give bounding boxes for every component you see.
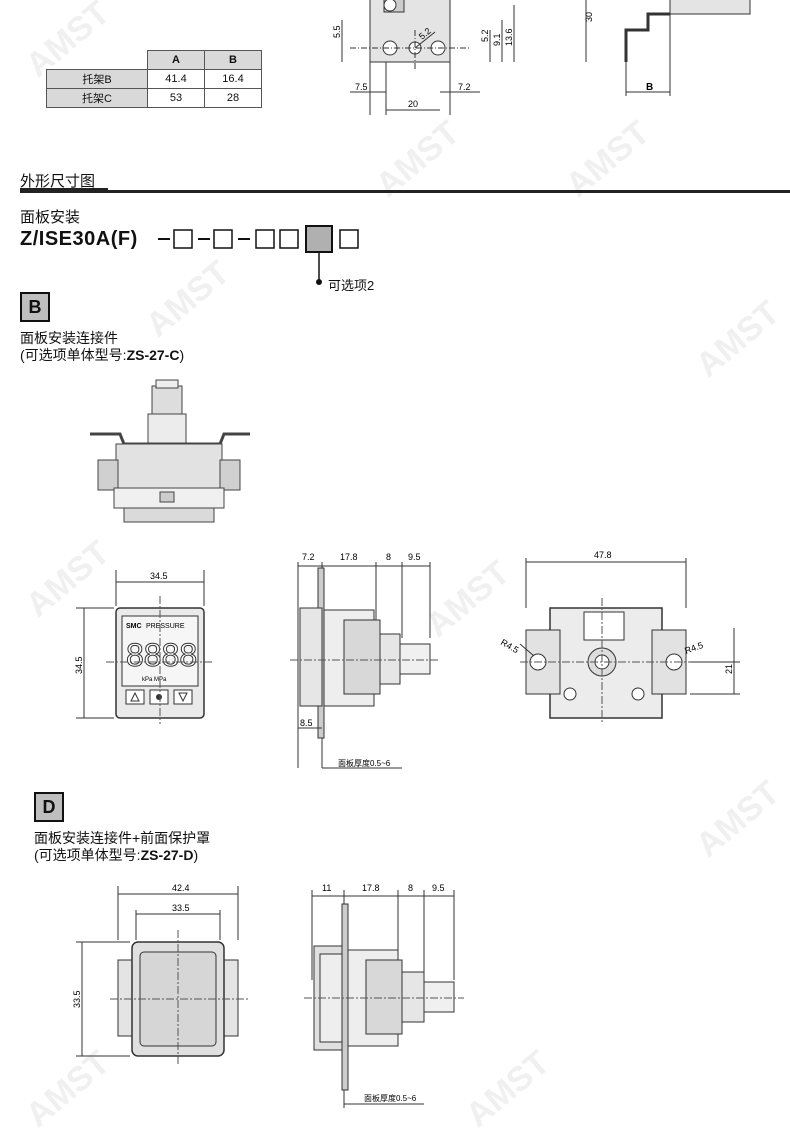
option-box: [255, 229, 275, 249]
cell-a: 41.4: [147, 69, 205, 89]
dim-9-5: 9.5: [432, 883, 445, 893]
watermark: AMST: [688, 773, 787, 865]
bracket-side-drawing: 30 B: [584, 0, 751, 96]
dim-34-5-width: 34.5: [150, 571, 168, 581]
option-box: [279, 229, 299, 249]
row-label: 托架B: [46, 69, 148, 89]
part-b-illustration: [90, 379, 250, 523]
option-label: 可选项2: [328, 278, 375, 293]
option-box: [339, 229, 359, 249]
part-d-front-view: 42.4 33.5 33.5: [72, 883, 248, 1066]
dim-9-1: 9.1: [492, 33, 502, 46]
section-title: 外形尺寸图: [20, 173, 96, 190]
part-b-letter: B: [20, 292, 50, 322]
dim-17-8: 17.8: [362, 883, 380, 893]
panel-thickness-label: 面板厚度0.5~6: [338, 758, 391, 768]
dim-30: 30: [584, 12, 594, 22]
table-header-b: B: [204, 50, 262, 70]
watermark: AMST: [688, 293, 787, 385]
part-d-side-view: 11 17.8 8 9.5 面板厚度0.5~6: [304, 883, 464, 1108]
display-label: PRESSURE: [146, 623, 185, 630]
dim-8: 8: [386, 552, 391, 562]
dim-5-5: 5.5: [332, 25, 342, 38]
dim-47-8: 47.8: [594, 550, 612, 560]
dim-21: 21: [724, 664, 734, 674]
part-d-letter: D: [34, 792, 64, 822]
dim-42-4: 42.4: [172, 883, 190, 893]
section-divider-accent: [20, 188, 108, 193]
option-box: [173, 229, 193, 249]
dim-11: 11: [322, 883, 331, 893]
table-row: 托架B 41.4 16.4: [46, 69, 262, 89]
bracket-front-drawing: 5.2 5.5 5.2 9.1 13.6 7.5 20 7.2: [332, 0, 515, 115]
dim-7-2: 7.2: [458, 82, 471, 92]
dim-13-6: 13.6: [504, 28, 514, 46]
row-label: 托架C: [46, 88, 148, 108]
panel-thickness-label: 面板厚度0.5~6: [364, 1093, 417, 1103]
dim-b: B: [646, 82, 653, 93]
part-b-front-view: 34.5 34.5 SMC PRESSURE 8888 kPa MPa: [74, 570, 214, 724]
option-box: [213, 229, 233, 249]
dim-5-2b: 5.2: [480, 29, 490, 42]
display-digits: 8888: [126, 637, 197, 673]
dim-33-5-width: 33.5: [172, 903, 190, 913]
dim-33-5-height: 33.5: [72, 990, 82, 1008]
dim-17-8: 17.8: [340, 552, 358, 562]
dim-34-5-height: 34.5: [74, 656, 84, 674]
mount-label: 面板安装: [20, 209, 81, 226]
table-row: 托架C 53 28: [46, 88, 262, 108]
watermark: AMST: [458, 1043, 557, 1135]
table-header-a: A: [147, 50, 205, 70]
model-code: Z/ISE30A(F): [20, 228, 138, 250]
dim-9-5: 9.5: [408, 552, 421, 562]
model-code-options: [158, 225, 359, 285]
part-b-rear-view: 47.8 R4.5 R4.5 21: [499, 550, 740, 724]
cell-b: 16.4: [204, 69, 262, 89]
part-d-title: 面板安装连接件+前面保护罩 (可选项单体型号:ZS-27-D): [34, 830, 211, 863]
display-units: kPa MPa: [142, 677, 167, 683]
dim-20: 20: [408, 99, 418, 109]
part-b-side-view: 7.2 17.8 8 9.5 8.5 面板厚度0.5~6: [290, 552, 440, 769]
dim-8-5: 8.5: [300, 718, 313, 728]
section-divider: [20, 190, 790, 193]
bracket-dimension-table: A B 托架B 41.4 16.4 托架C 53 28: [46, 50, 262, 108]
dim-7-5: 7.5: [355, 82, 368, 92]
option-box-highlight: [305, 225, 333, 253]
part-b-title: 面板安装连接件 (可选项单体型号:ZS-27-C): [20, 330, 185, 363]
dim-r4-5-left: R4.5: [499, 637, 520, 655]
dim-7-2: 7.2: [302, 552, 315, 562]
cell-b: 28: [204, 88, 262, 108]
dim-8: 8: [408, 883, 413, 893]
display-brand: SMC: [126, 623, 142, 630]
cell-a: 53: [147, 88, 205, 108]
